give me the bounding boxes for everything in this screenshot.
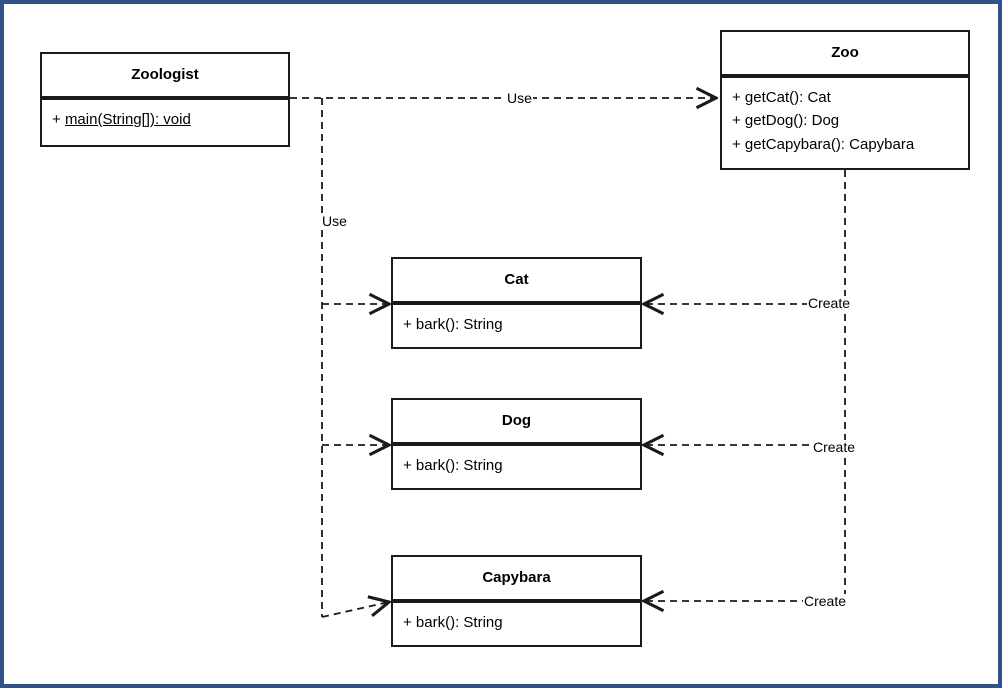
class-member-text: + bark(): String [403, 614, 503, 631]
class-name-dog: Dog [501, 412, 532, 429]
class-member: + getCat(): Cat [722, 86, 968, 109]
edge-label-zoologist-uses-zoo: Use [506, 90, 533, 106]
uml-class-zoo[interactable]: Zoo+ getCat(): Cat+ getDog(): Dog+ getCa… [720, 30, 970, 170]
uml-class-capybara[interactable]: Capybara + bark(): String [391, 555, 642, 647]
class-member: + bark(): String [393, 611, 640, 634]
class-member: + main(String[]): void [42, 108, 288, 131]
class-members-cat: + bark(): String [393, 313, 640, 336]
class-name-cat: Cat [504, 271, 529, 288]
class-name-zoo: Zoo [831, 44, 859, 61]
edge-label-zoo-creates-cat: Create [807, 295, 852, 311]
class-member-text: + bark(): String [403, 316, 503, 333]
class-name-zoologist: Zoologist [131, 66, 199, 83]
edge-zoo-creates [644, 170, 846, 601]
relationship-lines [290, 4, 846, 618]
class-name-capybara: Capybara [482, 569, 551, 586]
class-members-zoologist: + main(String[]): void [42, 108, 288, 131]
class-member-text: + main(String[]): void [52, 111, 191, 128]
class-member: + getDog(): Dog [722, 109, 968, 132]
class-separator-zoo [722, 74, 968, 78]
class-separator-zoologist [42, 96, 288, 100]
class-member-text: + getCapybara(): Capybara [732, 135, 915, 153]
edge-zoologist-uses-animals [321, 98, 389, 618]
class-member-text: + getCat(): Cat [732, 89, 831, 106]
class-members-zoo: + getCat(): Cat + getDog(): Dog + getCapyb… [722, 86, 968, 156]
class-member: + bark(): String [393, 454, 640, 477]
uml-class-cat[interactable]: Cat + bark(): String [391, 257, 642, 349]
class-members-dog: + bark(): String [393, 454, 640, 477]
uml-class-dog[interactable]: Dog + bark(): String [391, 398, 642, 490]
class-members-capybara: + bark(): String [393, 611, 640, 634]
class-member: + getCapybara(): Capybara [722, 133, 968, 156]
edge-label-zoo-creates-capybara: Create [803, 593, 848, 609]
class-member-text: + getDog(): Dog [732, 112, 840, 130]
class-member: + bark(): String [393, 313, 640, 336]
edge-label-zoologist-uses-animals: Use [321, 213, 348, 229]
class-member-text: + bark(): String [403, 457, 503, 474]
class-separator-dog [393, 442, 640, 446]
class-separator-capybara [393, 599, 640, 603]
edge-label-zoo-creates-dog: Create [812, 439, 857, 455]
class-separator-cat [393, 301, 640, 305]
uml-class-zoologist[interactable]: Zoologist + main(String[]): void [40, 52, 290, 147]
